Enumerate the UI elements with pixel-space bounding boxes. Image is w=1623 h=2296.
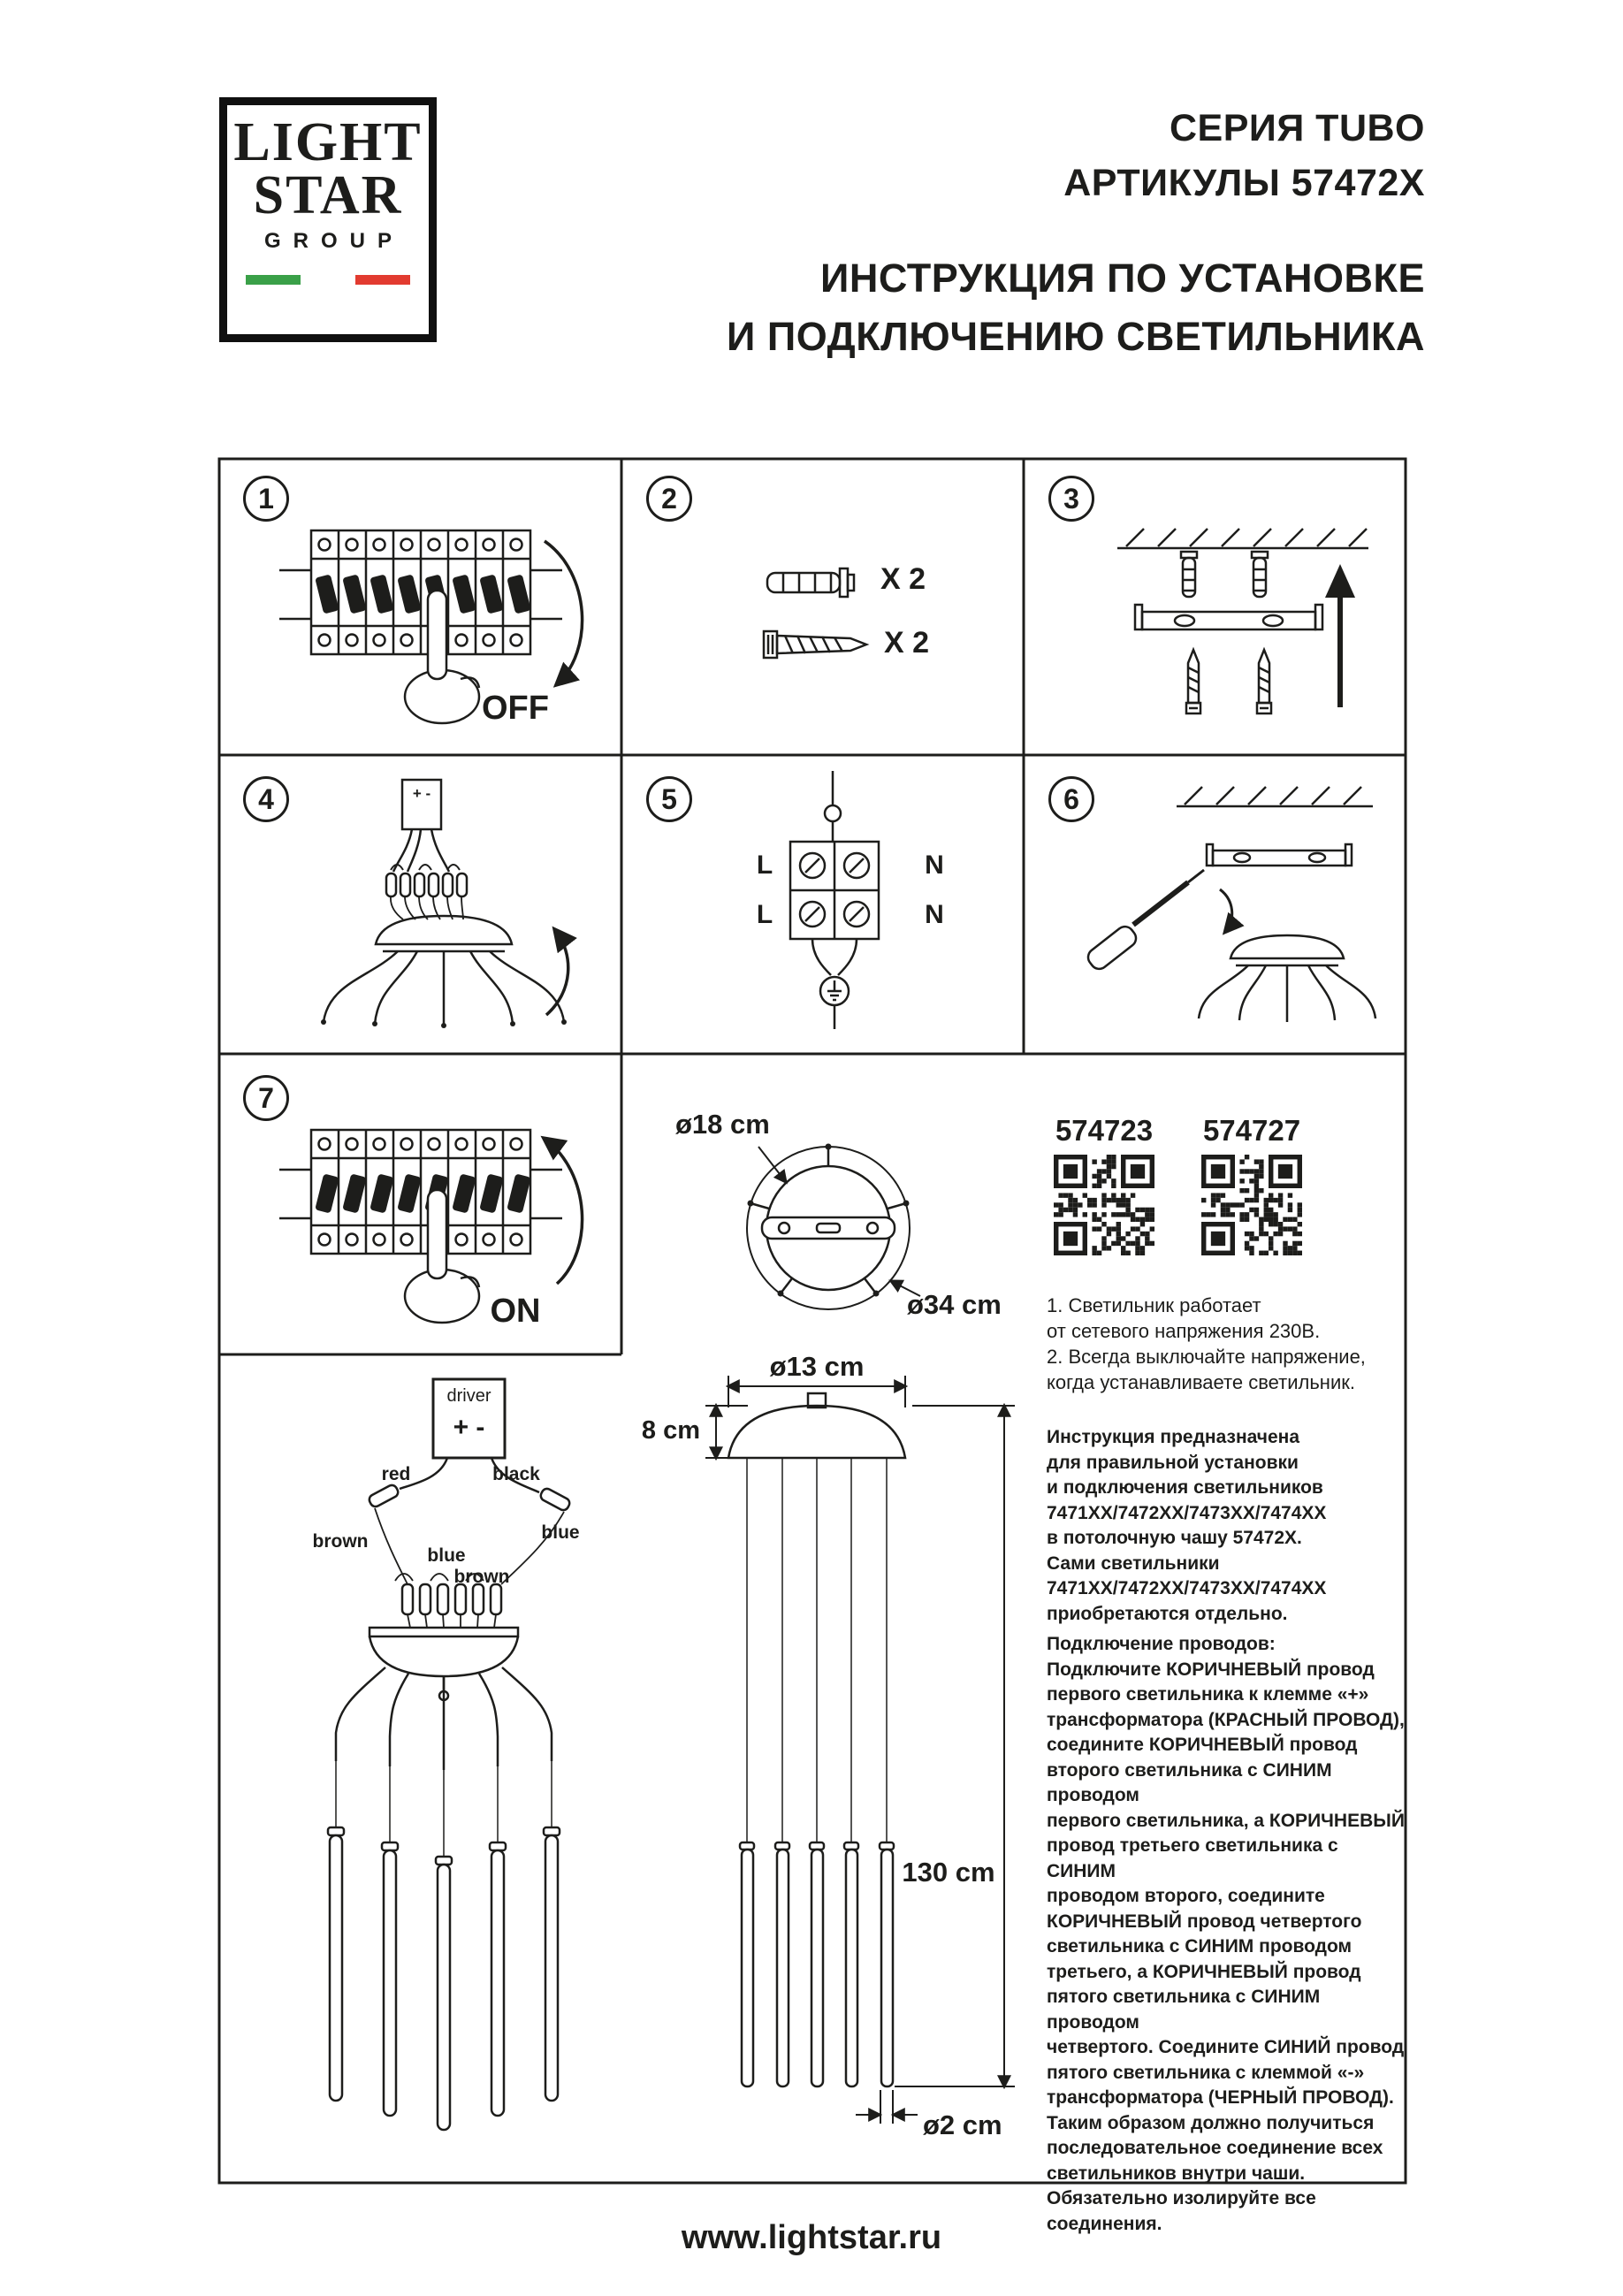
ceiling-mounting-diagram <box>1117 528 1368 715</box>
wire-brown-mid-label: brown <box>453 1567 510 1587</box>
bracket-screwdriver-diagram <box>1086 786 1377 1022</box>
terminal-n-top-label: N <box>925 851 944 880</box>
terminal-n-bottom-label: N <box>925 900 944 929</box>
logo-light-text: LIGHT <box>233 112 423 172</box>
flag-white-segment <box>301 275 355 285</box>
wire-black-label: black <box>492 1464 540 1484</box>
driver-wiring-diagram <box>321 778 577 1028</box>
product-code-574723: 574723 <box>1055 1114 1154 1147</box>
qr-code-574723 <box>1054 1155 1154 1255</box>
canopy-top-view-diagram <box>746 1143 921 1310</box>
flag-green-segment <box>246 275 301 285</box>
header-articles: АРТИКУЛЫ 57472X <box>1063 162 1425 204</box>
logo-flag <box>246 275 410 285</box>
header-series: СЕРИЯ TUBO <box>1170 107 1425 149</box>
header-title-line2: И ПОДКЛЮЧЕНИЮ СВЕТИЛЬНИКА <box>727 314 1425 359</box>
top-view-inner-dia-label: ø18 cm <box>675 1109 770 1140</box>
screw-qty-label: X 2 <box>884 626 930 660</box>
logo-group-text: GROUP <box>263 229 404 253</box>
step-3-badge: 3 <box>1048 476 1094 522</box>
step-7-badge: 7 <box>243 1075 289 1121</box>
breaker-on-diagram <box>278 1128 584 1324</box>
anchor-qty-label: X 2 <box>880 562 926 596</box>
step-4-badge: 4 <box>243 776 289 822</box>
step-5-badge: 5 <box>646 776 692 822</box>
terminal-block-diagram <box>789 771 880 1029</box>
wire-blue-right-label: blue <box>541 1522 580 1543</box>
on-label: ON <box>490 1293 541 1330</box>
pendant-wiring-diagram <box>326 1377 571 2132</box>
logo-star-text: STAR <box>253 165 403 225</box>
qr-code-574727 <box>1201 1155 1302 1255</box>
driver-polarity-label: + - <box>453 1413 485 1442</box>
canopy-dia-label: ø13 cm <box>769 1351 865 1382</box>
step-number: 7 <box>258 1081 274 1114</box>
off-label: OFF <box>482 690 549 727</box>
wire-red-label: red <box>381 1464 411 1484</box>
step-1-badge: 1 <box>243 476 289 522</box>
tube-dia-label: ø2 cm <box>923 2109 1002 2140</box>
step-2-badge: 2 <box>646 476 692 522</box>
step-number: 3 <box>1063 482 1079 515</box>
footer-url: www.lightstar.ru <box>681 2219 942 2256</box>
step-number: 1 <box>258 482 274 515</box>
flag-red-segment <box>355 275 410 285</box>
pendant-length-label: 130 cm <box>902 1857 995 1888</box>
anchor-icon <box>766 567 856 599</box>
terminal-l-top-label: L <box>756 851 773 880</box>
step-number: 2 <box>661 482 677 515</box>
step-number: 4 <box>258 782 274 815</box>
logo: LIGHT STAR GROUP <box>219 97 437 342</box>
header: СЕРИЯ TUBO АРТИКУЛЫ 57472X ИНСТРУКЦИЯ ПО… <box>727 101 1425 366</box>
step-number: 6 <box>1063 782 1079 815</box>
terminal-l-bottom-label: L <box>756 900 773 929</box>
breaker-off-diagram <box>278 529 584 725</box>
step-6-badge: 6 <box>1048 776 1094 822</box>
intro-note: Инструкция предназначена для правильной … <box>1047 1427 1327 1624</box>
canopy-height-label: 8 cm <box>641 1416 700 1445</box>
top-view-outer-dia-label: ø34 cm <box>907 1289 1002 1320</box>
step-number: 5 <box>661 782 677 815</box>
screw-icon <box>762 629 870 660</box>
driver-label: driver <box>446 1386 491 1406</box>
wire-blue-mid-label: blue <box>427 1545 466 1566</box>
driver-mark-label: + - <box>412 785 431 802</box>
wire-brown-left-label: brown <box>312 1531 369 1552</box>
product-code-574727: 574727 <box>1202 1114 1301 1147</box>
header-title-line1: ИНСТРУКЦИЯ ПО УСТАНОВКЕ <box>820 256 1425 301</box>
grid-lines <box>217 457 1407 2185</box>
wiring-note: Подключение проводов: Подключите КОРИЧНЕ… <box>1047 1634 1405 2234</box>
dimension-drawing <box>705 1376 1015 2124</box>
power-note: 1. Светильник работает от сетевого напря… <box>1047 1294 1366 1393</box>
